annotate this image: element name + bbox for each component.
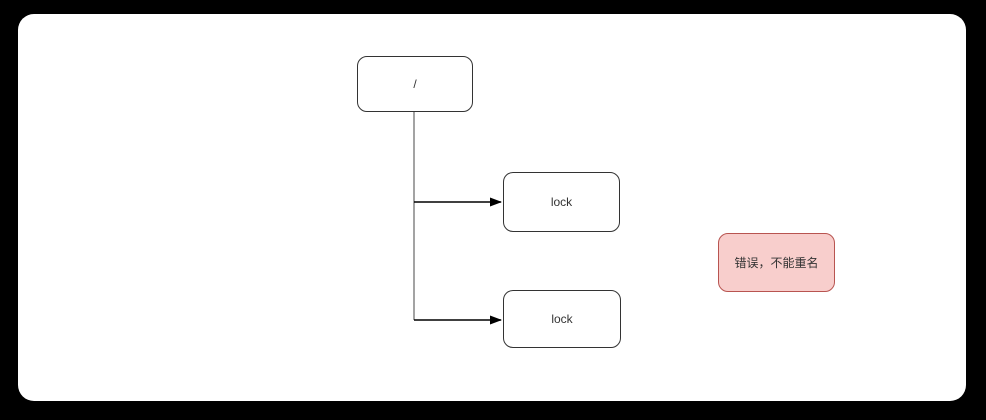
node-lock-1[interactable]: lock [503,172,620,232]
error-tooltip-label: 错误，不能重名 [734,256,819,270]
node-lock-1-label: lock [550,195,573,209]
node-lock-2[interactable]: lock [503,290,621,348]
node-root[interactable]: / [357,56,473,112]
node-lock-2-label: lock [551,312,573,326]
diagram-canvas [18,14,966,401]
node-root-label: / [413,77,417,91]
error-tooltip: 错误，不能重名 [718,233,835,292]
